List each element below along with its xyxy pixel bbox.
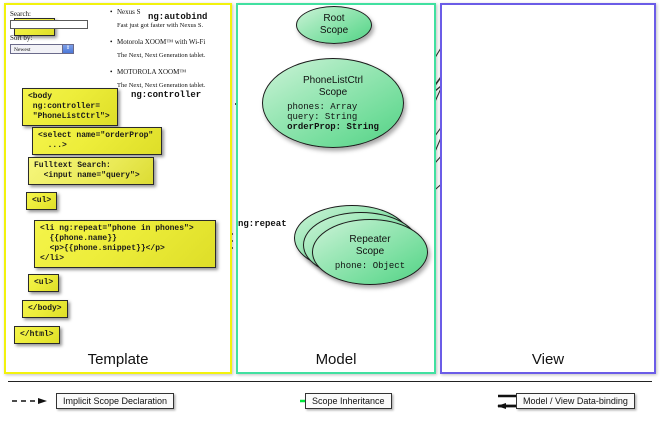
scope-phonelistctrl-props: phones: Array query: String orderProp: S… — [287, 102, 379, 132]
search-label: Search: — [10, 10, 31, 18]
phone-snippet: The Next, Next Generation tablet. — [117, 52, 206, 59]
chevron-updown-icon: ⇕ — [62, 45, 73, 53]
phone-snippet: Fast just got faster with Nexus S. — [117, 22, 204, 29]
view-search-form: Search: Sort by: Newest ⇕ — [10, 10, 100, 54]
list-item: MOTOROLA XOOM™ The Next, Next Generation… — [108, 68, 212, 90]
label-ng-controller: ng:controller — [131, 90, 202, 100]
legend-scope-inheritance: Scope Inheritance — [305, 393, 392, 409]
code-box-html-close: </html> — [14, 326, 60, 344]
code-box-ul-close: <ul> — [28, 274, 60, 292]
panel-template-label: Template — [87, 351, 149, 368]
list-item: Motorola XOOM™ with Wi-Fi The Next, Next… — [108, 38, 212, 60]
panel-view-label: View — [531, 351, 565, 368]
scope-repeater-props: phone: Object — [335, 261, 405, 271]
code-box-fulltext-search: Fulltext Search: <input name="query"> — [28, 157, 154, 185]
phone-name: Motorola XOOM™ with Wi-Fi — [108, 38, 212, 47]
scope-prop-phones: phones: Array — [287, 101, 358, 112]
code-box-body-close: </body> — [22, 300, 68, 318]
panel-view: View — [440, 3, 656, 374]
code-box-body-controller: <body ng:controller= "PhoneListCtrl"> — [22, 88, 118, 126]
list-item: Nexus S Fast just got faster with Nexus … — [108, 8, 212, 30]
sort-by-value: Newest — [14, 47, 31, 53]
phone-name: Nexus S — [108, 8, 212, 17]
legend-model-view-data-binding: Model / View Data-binding — [516, 393, 635, 409]
code-box-ul-open: <ul> — [26, 192, 58, 210]
phone-name: MOTOROLA XOOM™ — [108, 68, 212, 77]
legend: Implicit Scope Declaration Scope Inherit… — [0, 381, 660, 421]
label-ng-autobind: ng:autobind — [148, 12, 208, 22]
code-box-select-orderprop: <select name="orderProp" ...> — [32, 127, 162, 155]
label-ng-repeat: ng:repeat — [238, 219, 287, 229]
legend-implicit-scope-declaration: Implicit Scope Declaration — [56, 393, 175, 409]
scope-prop-orderprop: orderProp: String — [287, 121, 379, 132]
panel-model: Model — [236, 3, 436, 374]
scope-prop-phone: phone: Object — [334, 260, 406, 271]
search-input[interactable] — [10, 20, 88, 29]
legend-divider — [8, 381, 652, 382]
code-box-li-ngrepeat: <li ng:repeat="phone in phones"> {{phone… — [34, 220, 216, 268]
panel-model-label: Model — [315, 351, 357, 368]
sort-by-select[interactable]: Newest ⇕ — [10, 44, 74, 54]
sort-by-label: Sort by: — [10, 34, 33, 42]
scope-prop-query: query: String — [287, 111, 358, 122]
phone-snippet: The Next, Next Generation tablet. — [117, 82, 206, 89]
phone-list: Nexus S Fast just got faster with Nexus … — [108, 8, 212, 98]
